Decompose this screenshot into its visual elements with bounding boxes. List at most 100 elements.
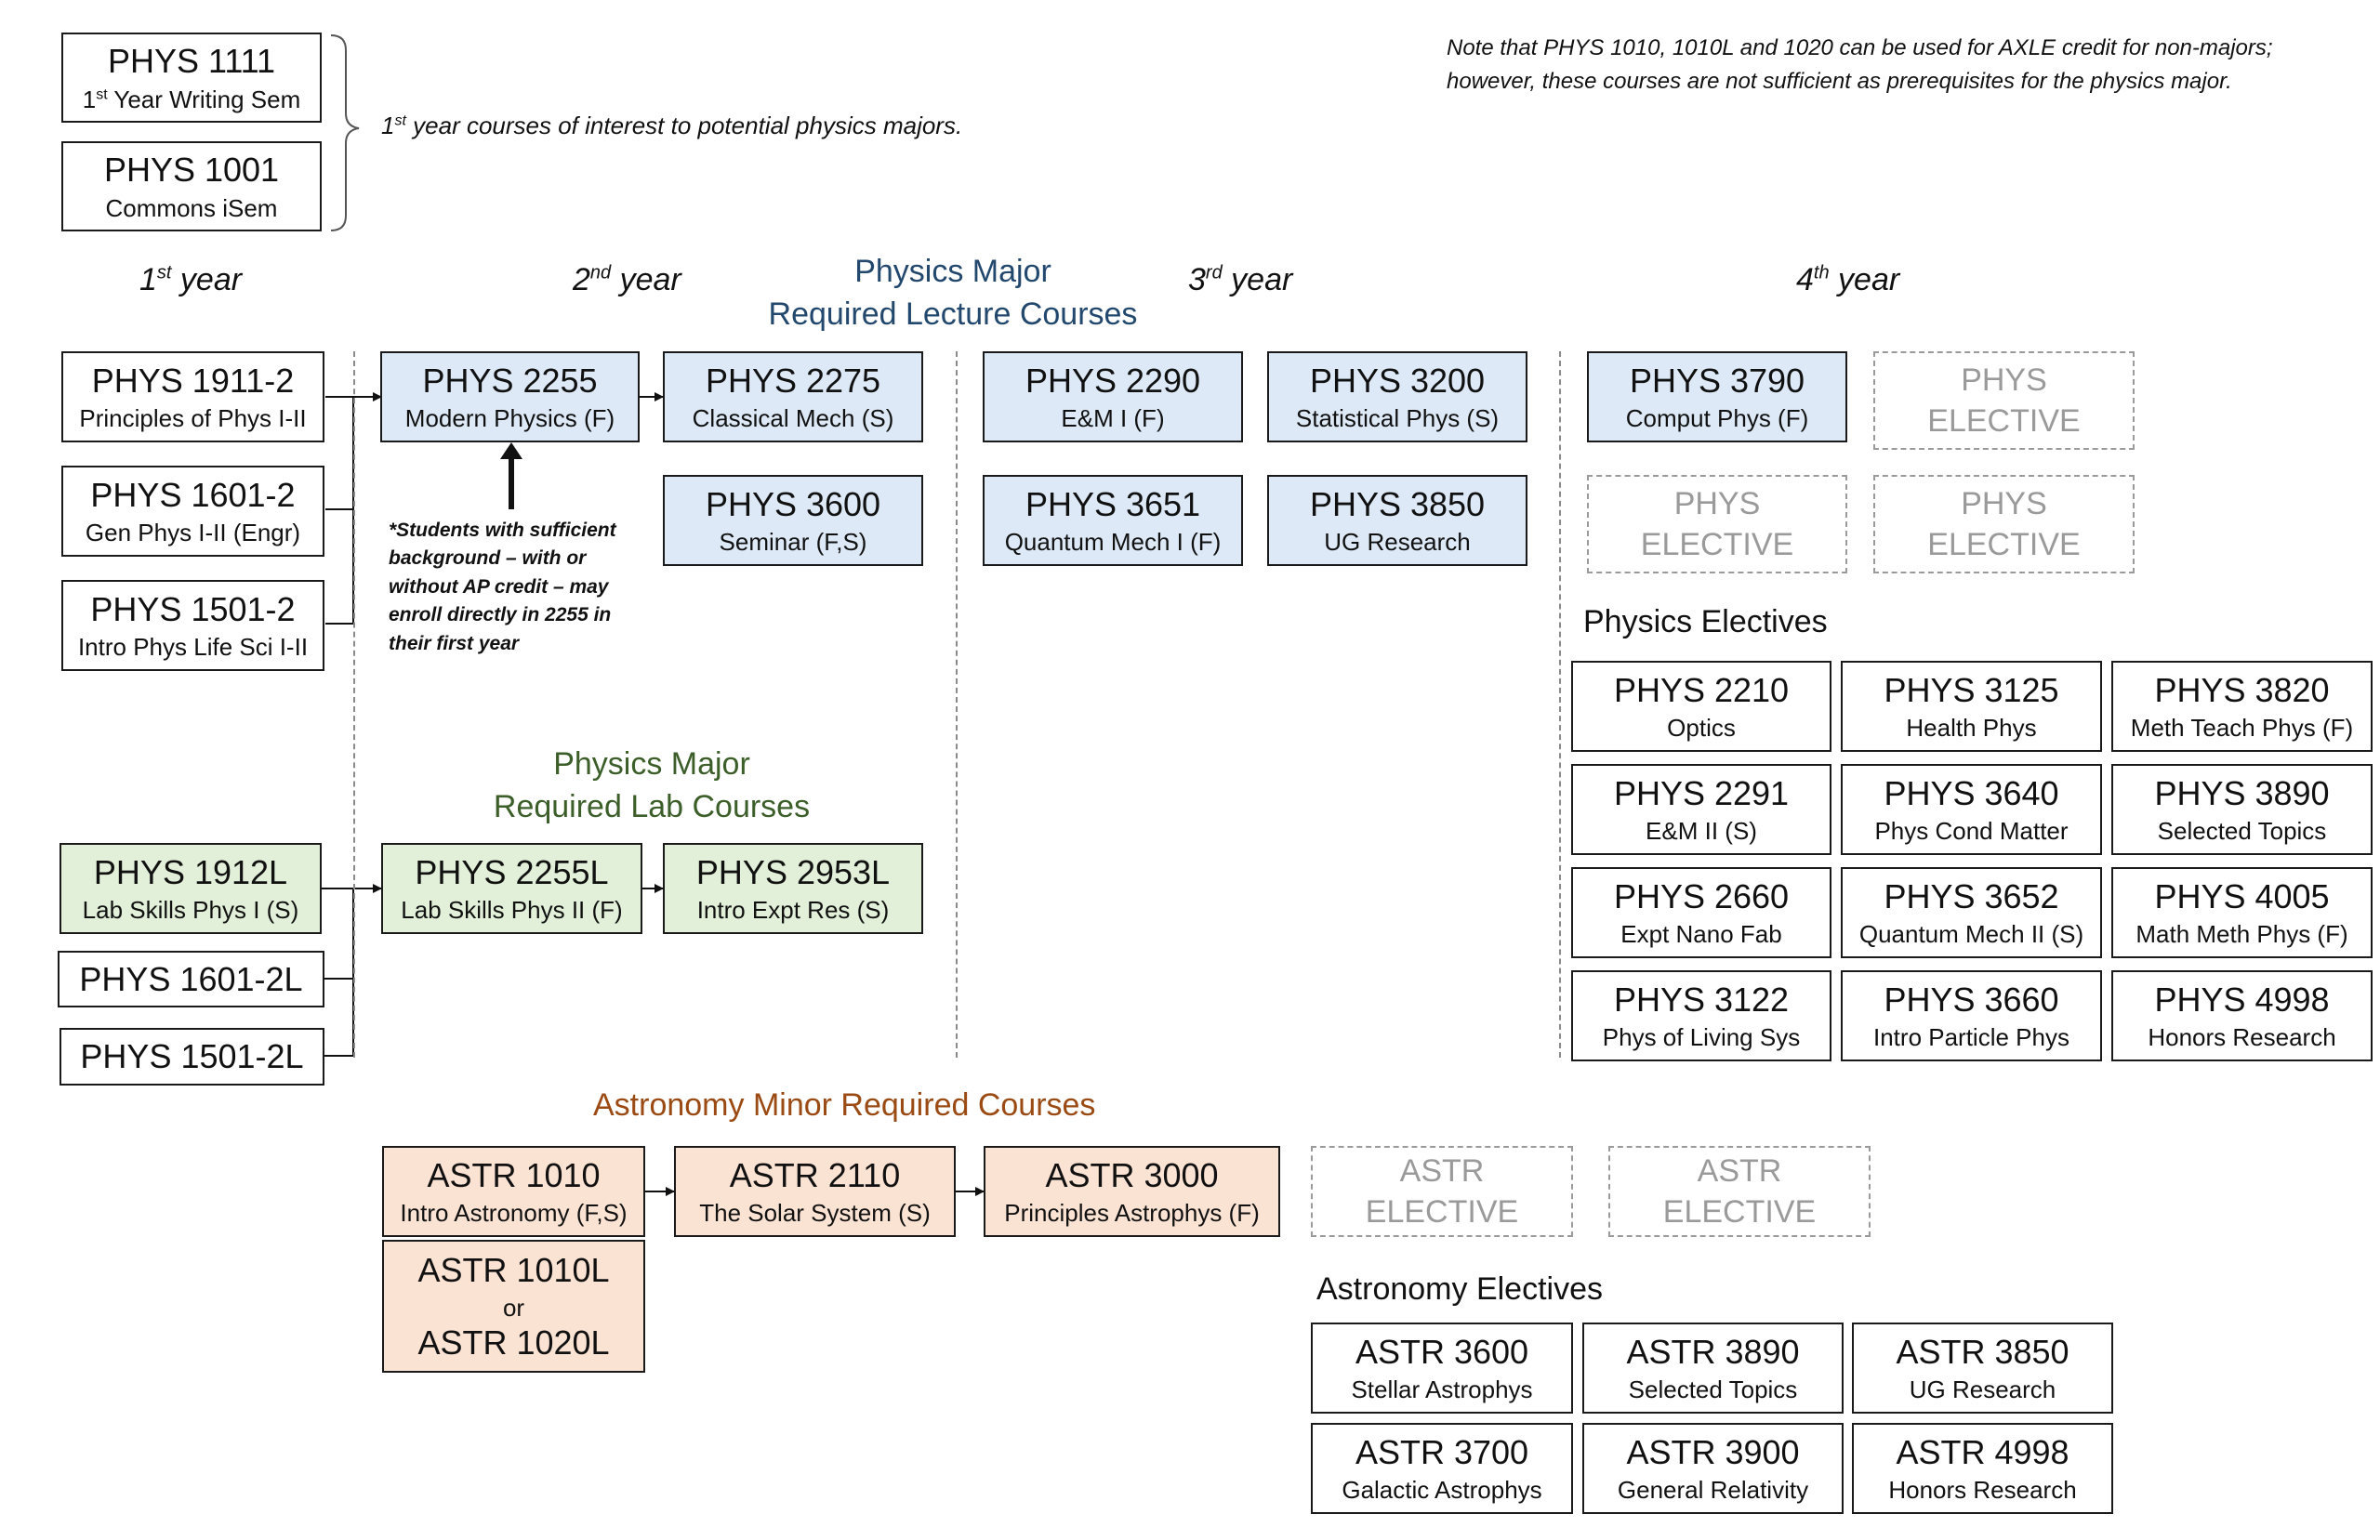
- elective-phys-2210: PHYS 2210 Optics: [1571, 661, 1831, 752]
- elective-astr-4998: ASTR 4998 Honors Research: [1852, 1423, 2113, 1514]
- course-phys-1911-2: PHYS 1911-2 Principles of Phys I-II: [61, 351, 324, 442]
- direct-enroll-note: *Students with sufficient background – w…: [389, 520, 616, 654]
- year-heading-3: 3rd year: [1188, 262, 1293, 297]
- elective-phys-3820: PHYS 3820 Meth Teach Phys (F): [2111, 661, 2373, 752]
- elective-astr-3890: ASTR 3890 Selected Topics: [1582, 1323, 1844, 1414]
- course-code: PHYS 2275: [705, 361, 881, 400]
- course-name: Selected Topics: [2157, 817, 2327, 845]
- course-phys-1501-2l: PHYS 1501-2L: [60, 1028, 324, 1086]
- course-phys-2953l: PHYS 2953L Intro Expt Res (S): [663, 843, 923, 934]
- course-name: Comput Phys (F): [1625, 404, 1809, 432]
- course-code: ASTR 2110: [729, 1155, 901, 1194]
- course-code: PHYS 3122: [1613, 980, 1790, 1019]
- course-code: PHYS 4998: [2154, 980, 2330, 1019]
- course-name: Quantum Mech I (F): [1004, 528, 1222, 556]
- elective-phys-3660: PHYS 3660 Intro Particle Phys: [1841, 970, 2102, 1061]
- course-name: General Relativity: [1617, 1476, 1809, 1504]
- physics-electives-title: Physics Electives: [1583, 604, 1828, 639]
- course-name: Quantum Mech II (S): [1858, 920, 2084, 948]
- axle-note-line-2: however, these courses are not sufficien…: [1447, 69, 2232, 94]
- course-name: Meth Teach Phys (F): [2130, 714, 2354, 742]
- course-phys-3600: PHYS 3600 Seminar (F,S): [663, 475, 923, 566]
- course-phys-1912l: PHYS 1912L Lab Skills Phys I (S): [60, 843, 322, 934]
- course-name: UG Research: [1909, 1375, 2056, 1403]
- course-phys-2255l: PHYS 2255L Lab Skills Phys II (F): [381, 843, 642, 934]
- course-code: PHYS 3125: [1884, 670, 2059, 709]
- year-heading-2: 2nd year: [573, 262, 681, 297]
- elective-phys-3640: PHYS 3640 Phys Cond Matter: [1841, 764, 2102, 855]
- intro-brace: [330, 34, 360, 231]
- course-phys-3850: PHYS 3850 UG Research: [1267, 475, 1527, 566]
- course-code: PHYS 3660: [1884, 980, 2059, 1019]
- course-or-label: or: [502, 1293, 525, 1322]
- course-phys-1501-2: PHYS 1501-2 Intro Phys Life Sci I-II: [61, 580, 324, 671]
- axle-note: Note that PHYS 1010, 1010L and 1020 can …: [1447, 32, 2273, 99]
- course-code: PHYS 3890: [2154, 773, 2330, 812]
- course-code: PHYS 3651: [1025, 484, 1201, 523]
- elective-phys-4998: PHYS 4998 Honors Research: [2111, 970, 2373, 1061]
- course-name: E&M II (S): [1646, 817, 1757, 845]
- course-astr-3000: ASTR 3000 Principles Astrophys (F): [984, 1146, 1280, 1237]
- intro-note: 1st year courses of interest to potentia…: [381, 112, 963, 139]
- course-name: Lab Skills Phys II (F): [401, 896, 623, 924]
- course-code: PHYS 3820: [2154, 670, 2330, 709]
- year-heading-1: 1st year: [139, 262, 243, 297]
- course-name: Seminar (F,S): [719, 528, 867, 556]
- course-phys-2290: PHYS 2290 E&M I (F): [983, 351, 1243, 442]
- course-code: PHYS 2660: [1613, 876, 1790, 915]
- elective-astr-3600: ASTR 3600 Stellar Astrophys: [1311, 1323, 1573, 1414]
- course-name: Lab Skills Phys I (S): [82, 896, 299, 924]
- elective-phys-4005: PHYS 4005 Math Meth Phys (F): [2111, 867, 2373, 958]
- course-phys-1601-2: PHYS 1601-2 Gen Phys I-II (Engr): [61, 466, 324, 557]
- course-name: The Solar System (S): [699, 1199, 931, 1227]
- course-code: ASTR 4998: [1896, 1432, 2069, 1471]
- course-code: PHYS 1111: [107, 42, 276, 81]
- course-code: PHYS 4005: [2154, 876, 2330, 915]
- course-astr-2110: ASTR 2110 The Solar System (S): [674, 1146, 956, 1237]
- course-name: Gen Phys I-II (Engr): [85, 519, 301, 546]
- course-name: Intro Particle Phys: [1873, 1023, 2069, 1051]
- course-code: PHYS 1601-2L: [79, 959, 303, 998]
- course-name: Intro Expt Res (S): [696, 896, 890, 924]
- course-phys-1601-2l: PHYS 1601-2L: [58, 951, 324, 1007]
- course-code: ASTR 3700: [1355, 1432, 1529, 1471]
- course-code: PHYS 1911-2: [91, 361, 295, 400]
- elective-phys-3125: PHYS 3125 Health Phys: [1841, 661, 2102, 752]
- lecture-bracket: [325, 396, 354, 625]
- course-phys-2255: PHYS 2255 Modern Physics (F): [380, 351, 640, 442]
- course-code: PHYS 3200: [1309, 361, 1486, 400]
- course-name: E&M I (F): [1061, 404, 1165, 432]
- course-name: Principles of Phys I-II: [79, 404, 307, 432]
- course-code: PHYS 3640: [1884, 773, 2059, 812]
- course-code: PHYS 2291: [1613, 773, 1790, 812]
- course-name: Math Meth Phys (F): [2135, 920, 2348, 948]
- course-code: PHYS 1501-2: [90, 589, 296, 628]
- course-code: PHYS 1501-2L: [80, 1037, 304, 1076]
- elective-astr-3850: ASTR 3850 UG Research: [1852, 1323, 2113, 1414]
- course-astr-1010: ASTR 1010 Intro Astronomy (F,S): [382, 1146, 645, 1237]
- course-name: Intro Phys Life Sci I-II: [77, 633, 309, 661]
- course-name: Principles Astrophys (F): [1004, 1199, 1260, 1227]
- course-code: PHYS 1601-2: [90, 475, 296, 514]
- course-name: Honors Research: [2148, 1023, 2336, 1051]
- year-divider-1: [353, 351, 355, 1058]
- elective-phys-2660: PHYS 2660 Expt Nano Fab: [1571, 867, 1831, 958]
- course-name: UG Research: [1324, 528, 1471, 556]
- course-name: Expt Nano Fab: [1620, 920, 1782, 948]
- course-code: ASTR 3890: [1626, 1332, 1800, 1371]
- elective-phys-3652: PHYS 3652 Quantum Mech II (S): [1841, 867, 2102, 958]
- year-divider-2: [956, 351, 958, 1058]
- course-name: Classical Mech (S): [692, 404, 894, 432]
- course-code: PHYS 2255L: [415, 852, 609, 891]
- course-code: PHYS 3600: [705, 484, 881, 523]
- axle-note-line-1: Note that PHYS 1010, 1010L and 1020 can …: [1447, 35, 2273, 60]
- course-name: Phys Cond Matter: [1874, 817, 2069, 845]
- course-name: Health Phys: [1906, 714, 2037, 742]
- course-name: Selected Topics: [1628, 1375, 1798, 1403]
- course-phys-3651: PHYS 3651 Quantum Mech I (F): [983, 475, 1243, 566]
